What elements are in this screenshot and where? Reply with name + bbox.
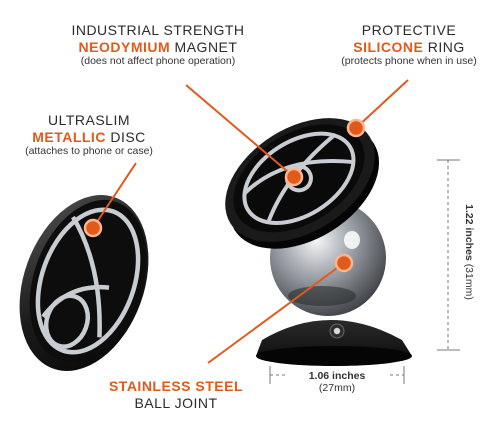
disc-callout-accent: METALLIC — [32, 128, 106, 145]
height-dimension: 1.22 inches (31mm) — [463, 197, 475, 307]
disc-callout-note: (attaches to phone or case) — [25, 145, 153, 158]
height-mm: (31mm) — [463, 263, 475, 300]
callout-dots — [83, 118, 366, 273]
disc-callout: ULTRASLIM METALLIC DISC (attaches to pho… — [6, 112, 172, 157]
width-dimension: 1.06 inches (27mm) — [285, 370, 389, 394]
disc-callout-line1: ULTRASLIM — [47, 112, 131, 128]
magnet-callout-note: (does not affect phone operation) — [80, 55, 236, 68]
magnet-callout-accent: NEODYMIUM — [78, 38, 171, 55]
ball-callout-accent: STAINLESS STEEL — [108, 378, 244, 394]
callout-lines — [92, 79, 409, 364]
magnet-callout-rest: MAGNET — [170, 38, 238, 55]
metallic-disc — [19, 195, 149, 371]
width-label: 1.06 inches — [308, 370, 366, 382]
ring-callout-rest: RING — [423, 38, 465, 55]
width-mm: (27mm) — [318, 382, 356, 394]
ring-callout-line2: SILICONE RING — [323, 39, 495, 56]
magnet-callout-line2: NEODYMIUM MAGNET — [58, 39, 258, 56]
magnet-callout-line1: INDUSTRIAL STRENGTH — [71, 22, 245, 38]
ring-callout-accent: SILICONE — [353, 38, 424, 55]
mount-base — [256, 320, 412, 366]
disc-callout-rest: DISC — [105, 128, 146, 145]
ring-callout: PROTECTIVE SILICONE RING (protects phone… — [323, 22, 495, 67]
ball-callout-line2: BALL JOINT — [134, 394, 218, 411]
magnet-callout: INDUSTRIAL STRENGTH NEODYMIUM MAGNET (do… — [58, 22, 258, 67]
ball-callout: STAINLESS STEEL BALL JOINT — [96, 378, 256, 411]
ring-callout-note: (protects phone when in use) — [341, 55, 477, 68]
disc-callout-line2: METALLIC DISC — [6, 129, 172, 146]
height-label: 1.22 inches — [463, 204, 475, 261]
ring-callout-line1: PROTECTIVE — [361, 22, 457, 38]
